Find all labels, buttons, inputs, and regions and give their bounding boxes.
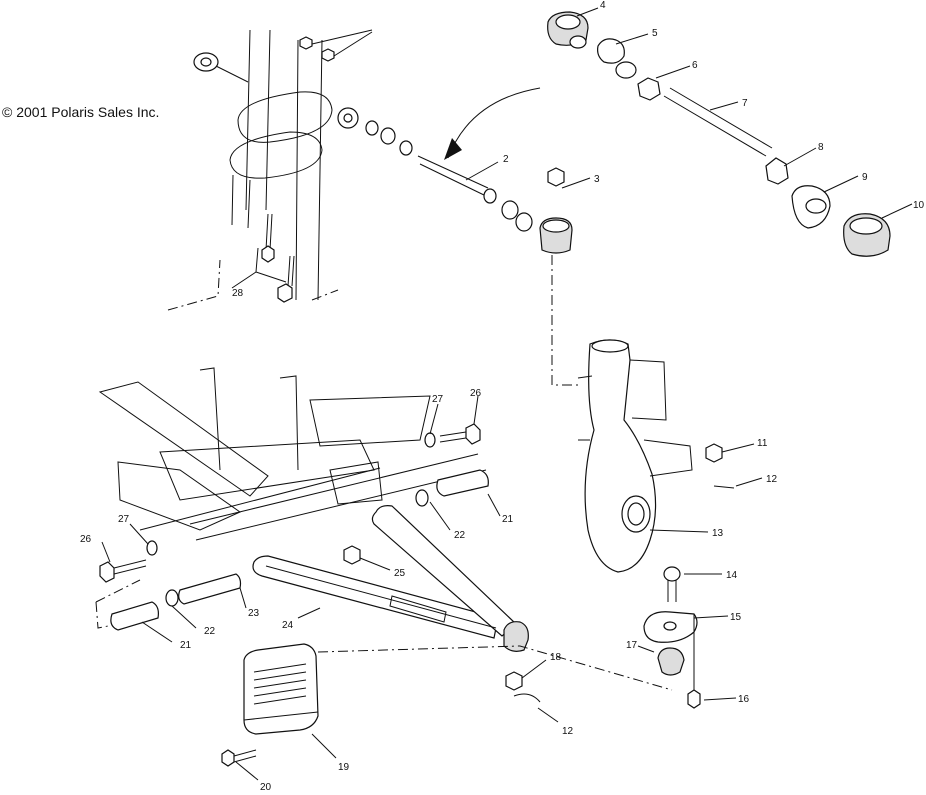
- bolt-26-upper: [439, 423, 481, 445]
- callout-27-lower: 27: [118, 514, 130, 525]
- callout-20: 20: [260, 782, 272, 790]
- washer-22-lower: [165, 589, 179, 607]
- callout-6: 6: [692, 60, 698, 71]
- callout-22-lower: 22: [204, 626, 216, 637]
- callout-labels: 2 3 4 5 6 7 8 9 10 11 12 12 13 14 15 16 …: [80, 0, 925, 793]
- pivot-tube-21-lower: [110, 601, 159, 631]
- bolt-16: [687, 689, 701, 709]
- castle-nut-11: [705, 443, 723, 463]
- callout-25: 25: [394, 568, 406, 579]
- alignment-line-lower: [317, 645, 673, 691]
- tie-rod-end-left: [193, 52, 249, 83]
- callout-12-top: 12: [766, 474, 778, 485]
- vehicle-frame: [95, 367, 431, 629]
- callout-2: 2: [503, 154, 509, 165]
- pivot-tube-21-upper: [436, 469, 489, 497]
- copyright-notice: © 2001 Polaris Sales Inc.: [2, 104, 160, 120]
- callout-7: 7: [742, 98, 748, 109]
- cotter-pin-12-top: [713, 485, 735, 489]
- callout-4: 4: [600, 0, 606, 11]
- assembly-arrow: [447, 87, 541, 159]
- callout-9: 9: [862, 172, 868, 183]
- shaft-23: [178, 573, 242, 605]
- callout-14: 14: [726, 570, 738, 581]
- callout-23: 23: [248, 608, 260, 619]
- castle-nut-18: [505, 671, 523, 691]
- callout-10: 10: [913, 200, 925, 211]
- washer-27-lower: [146, 540, 158, 556]
- bushing-upper: [539, 217, 573, 254]
- callout-28: 28: [232, 288, 244, 299]
- callout-21-upper: 21: [502, 514, 514, 525]
- callout-15: 15: [730, 612, 742, 623]
- callout-3: 3: [594, 174, 600, 185]
- nuts-top: [299, 29, 373, 62]
- callout-26-upper: 26: [470, 388, 482, 399]
- callout-16: 16: [738, 694, 750, 705]
- callout-11: 11: [757, 438, 768, 449]
- washer-27-upper: [424, 432, 436, 448]
- tie-rod-outer-stack: [547, 11, 891, 257]
- alignment-line-spindle: [551, 255, 580, 386]
- bolt-26-lower: [99, 559, 147, 583]
- washer-22-upper: [415, 489, 429, 507]
- callout-13: 13: [712, 528, 724, 539]
- leader-lines: [101, 7, 913, 781]
- grease-fitting-25: [343, 545, 361, 565]
- ball-joint-17: [657, 647, 685, 676]
- callout-12-bottom: 12: [562, 726, 574, 737]
- bolt-14: [663, 566, 681, 602]
- callout-17: 17: [626, 640, 638, 651]
- callout-27-upper: 27: [432, 394, 444, 405]
- cotter-pin-12-bottom: [513, 693, 541, 703]
- callout-18: 18: [550, 652, 562, 663]
- callout-8: 8: [818, 142, 824, 153]
- callout-26-lower: 26: [80, 534, 92, 545]
- spindle-knuckle: [577, 339, 693, 573]
- steering-post-assembly: [167, 29, 339, 311]
- callout-24: 24: [282, 620, 294, 631]
- bolt-20: [221, 749, 257, 767]
- callout-21-lower: 21: [180, 640, 192, 651]
- castle-nut-3: [547, 167, 565, 187]
- crossbar-upper: [189, 453, 487, 541]
- callout-19: 19: [338, 762, 350, 773]
- assembly-arrowhead: [444, 138, 462, 160]
- ball-joint-plate-15: [643, 611, 698, 690]
- tie-rod-inner-stack: [337, 107, 533, 232]
- callout-5: 5: [652, 28, 658, 39]
- skid-plate-19: [243, 643, 319, 735]
- bolts-28: [261, 213, 295, 303]
- a-arm-24: [252, 505, 529, 652]
- callout-22-upper: 22: [454, 530, 466, 541]
